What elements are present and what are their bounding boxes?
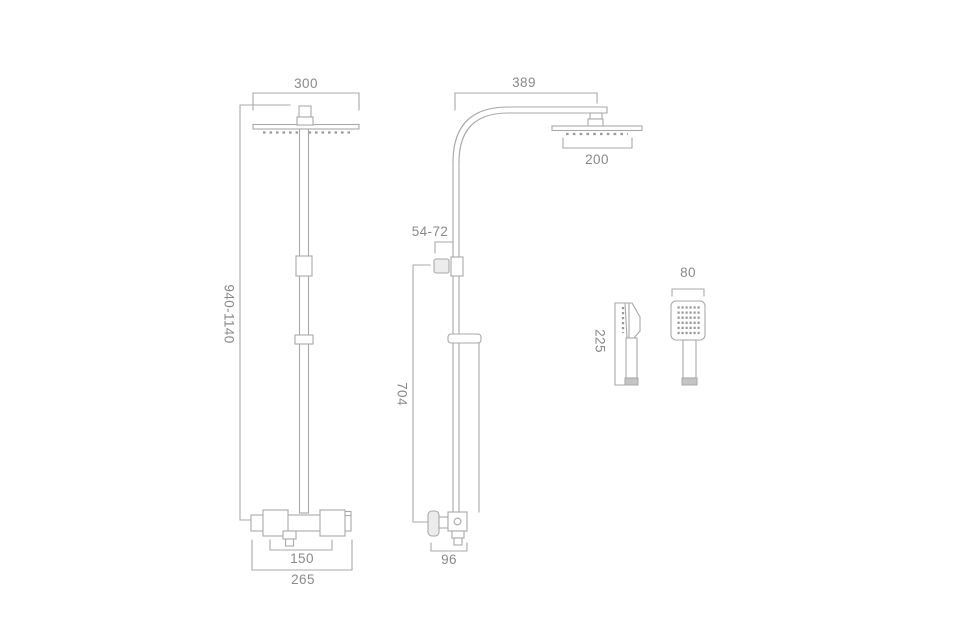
dim-handset-width-bracket <box>671 288 705 297</box>
dim-handset-length-label: 225 <box>593 329 608 353</box>
shelf-bar-side <box>447 333 482 344</box>
valve-outlet-front <box>282 530 297 540</box>
head-swivel-connector-base <box>296 116 314 126</box>
handset-head-front <box>670 300 706 341</box>
dim-valve-width-bracket <box>251 539 353 571</box>
handset-cap-side <box>624 377 639 386</box>
dim-head-width-label: 300 <box>294 76 318 91</box>
side-view: 389 200 54-72 704 9 <box>395 75 643 567</box>
dim-rail-length-line <box>412 264 431 523</box>
dim-handset-width-label: 80 <box>680 265 696 280</box>
handset-front-view: 80 <box>670 265 706 386</box>
curved-arm-outer <box>452 106 608 163</box>
valve-outlet-spout-front <box>284 538 295 547</box>
dim-height-label: 940-1140 <box>222 284 237 343</box>
telescopic-sleeve <box>295 255 313 277</box>
curved-arm-inner <box>458 112 608 163</box>
dim-valve-depth-label: 96 <box>441 552 457 567</box>
dim-offset-label: 54-72 <box>412 224 449 239</box>
valve-right-handle <box>319 509 346 537</box>
front-view: 300 940-1140 150 265 <box>222 76 360 587</box>
dim-head-width-bracket <box>252 92 360 111</box>
riser-pipe-front <box>298 128 310 514</box>
slider-bracket <box>450 256 464 277</box>
pipe-collar <box>294 334 314 345</box>
valve-screw-icon <box>453 517 462 526</box>
dim-arm-projection-label: 389 <box>512 75 536 90</box>
dim-valve-width-label: 265 <box>291 572 315 587</box>
handset-handle-side <box>625 337 638 379</box>
slider-knob <box>433 258 450 274</box>
dim-handset-length-line <box>614 302 627 386</box>
dim-outlet-spacing-label: 150 <box>290 551 314 566</box>
dim-head-depth-bracket <box>562 137 633 149</box>
handset-cap-front <box>681 377 698 386</box>
valve-end-tab <box>344 510 352 517</box>
dim-rail-length-label: 704 <box>395 382 410 406</box>
valve-spout-side <box>453 537 463 546</box>
valve-body-side <box>447 511 468 532</box>
dim-height-line <box>239 104 291 521</box>
handset-head-side <box>624 302 641 339</box>
valve-stem-side <box>438 516 449 529</box>
shower-head-plate-side <box>551 125 643 132</box>
dim-valve-depth-bracket <box>430 542 468 552</box>
head-swivel-connector-top <box>298 105 312 118</box>
dim-offset-bracket <box>434 241 454 254</box>
handset-handle-front <box>682 339 697 379</box>
valve-outlet-side <box>451 530 465 539</box>
arm-ball-joint-upper <box>589 112 603 120</box>
dim-outlet-spacing-bracket <box>269 539 333 551</box>
dim-head-depth-label: 200 <box>585 152 609 167</box>
handset-side-view: 225 <box>593 302 641 386</box>
dim-arm-projection-bracket <box>454 92 598 111</box>
valve-knob-side <box>427 510 440 537</box>
